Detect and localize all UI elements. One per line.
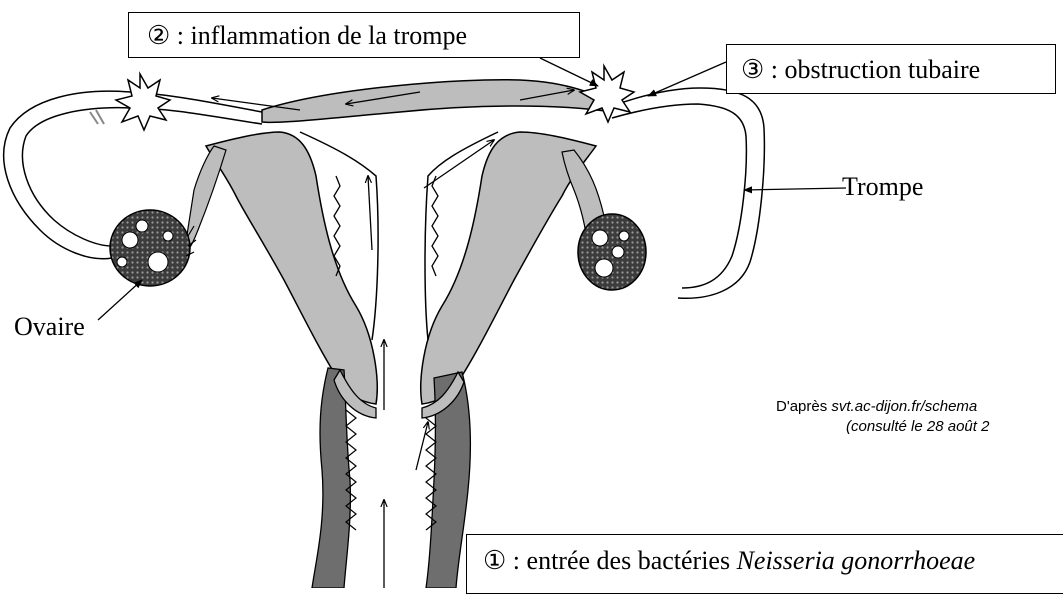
bacteria-entry-prefix: ① : entrée des bactéries	[483, 546, 737, 575]
leader-trompe	[744, 188, 846, 190]
leader-ovaire	[98, 280, 142, 320]
left-ovary	[110, 210, 196, 286]
inflammation-label: ② : inflammation de la trompe	[128, 12, 580, 58]
right-ovary	[578, 214, 646, 290]
obstruction-label: ③ : obstruction tubaire	[726, 44, 1056, 94]
source-site: svt.ac-dijon.fr/schema	[831, 398, 977, 415]
endometrium-right	[432, 176, 438, 276]
uterus-fundus	[262, 80, 612, 123]
ovaire-label: Ovaire	[14, 312, 85, 342]
left-ligament	[184, 146, 226, 254]
bacteria-entry-label: ① : entrée des bactéries Neisseria gonor…	[466, 534, 1063, 594]
bacteria-species: Neisseria gonorrhoeae	[737, 546, 976, 575]
leader-obstruction	[648, 62, 726, 96]
uterus-left-wall	[206, 132, 377, 404]
source-consulted: (consulté le 28 août 2	[846, 418, 989, 435]
inflammation-star-left	[116, 74, 170, 130]
trompe-label: Trompe	[842, 172, 923, 202]
source-line: D'après svt.ac-dijon.fr/schema	[776, 398, 977, 415]
source-prefix: D'après	[776, 398, 831, 415]
leader-inflammation	[540, 58, 598, 86]
